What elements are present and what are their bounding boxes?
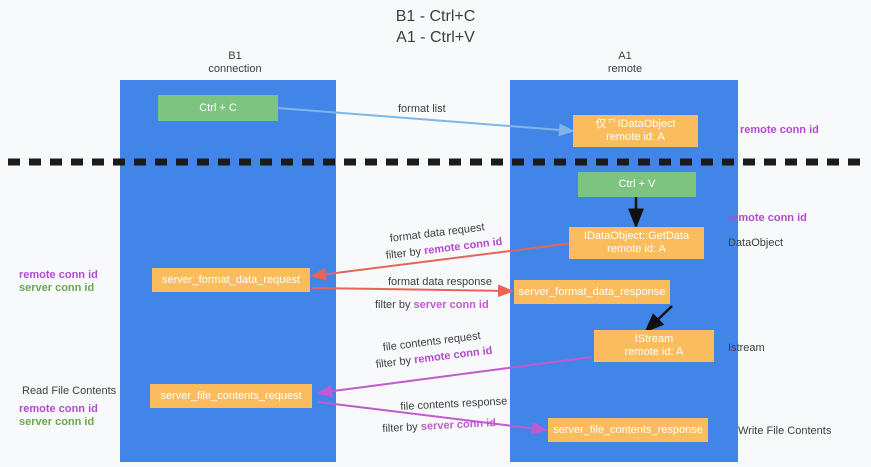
box-getdata-line2: remote id: A (607, 243, 666, 255)
annotation-left-server-conn-id-bottom: server conn id (19, 416, 95, 428)
lane-header-a1-line2: remote (607, 63, 643, 75)
filter-key-server-conn-id-1: server conn id (413, 299, 489, 311)
box-idataobject[interactable]: 仅乊IDataObject remote id: A (573, 115, 698, 147)
box-ctrl-v[interactable]: Ctrl + V (578, 172, 696, 197)
edge-label-file-contents-response: file contents response (400, 395, 508, 413)
edge-label-format-data-response: format data response (388, 276, 492, 288)
annotation-left-remote-conn-id-mid: remote conn id (19, 269, 98, 281)
box-server-file-contents-response[interactable]: server_file_contents_response (548, 418, 708, 442)
box-server-file-contents-response-label: server_file_contents_response (553, 423, 703, 436)
lane-header-b1-line2: connection (208, 63, 262, 75)
filter-prefix-2: filter by (375, 299, 414, 311)
lane-header-b1: B1 connection (120, 50, 350, 76)
box-istream-line2: remote id: A (624, 346, 684, 358)
box-ctrl-c[interactable]: Ctrl + C (158, 95, 278, 121)
title-line-2: A1 - Ctrl+V (396, 29, 475, 46)
annotation-read-file-contents: Read File Contents (22, 385, 117, 397)
box-istream-line1: IStream (634, 333, 674, 345)
annotation-write-file-contents: Write File Contents (738, 425, 832, 437)
lane-header-b1-line1: B1 (228, 50, 242, 62)
annotation-istream: Istream (728, 342, 765, 354)
annotation-remote-conn-id-mid: remote conn id (728, 212, 807, 224)
box-server-format-data-request-label: server_format_data_request (161, 273, 301, 286)
edge-label-format-data-response-filter: filter by server conn id (375, 298, 489, 312)
annotation-dataobject: DataObject (728, 237, 784, 249)
box-idataobject-line2: remote id: A (606, 131, 665, 143)
box-server-file-contents-request-label: server_file_contents_request (160, 389, 302, 402)
box-server-format-data-response[interactable]: server_format_data_response (514, 280, 670, 304)
annotation-remote-conn-id-top: remote conn id (740, 124, 819, 136)
filter-prefix-3: filter by (375, 354, 415, 371)
page-title: B1 - Ctrl+C A1 - Ctrl+V (0, 6, 871, 48)
box-idataobject-line1: 仅乊IDataObject (595, 118, 676, 130)
box-getdata[interactable]: IDataObject::GetData remote id: A (569, 227, 704, 259)
title-line-1: B1 - Ctrl+C (395, 8, 476, 25)
filter-prefix-1: filter by (385, 245, 425, 262)
box-istream[interactable]: IStream remote id: A (594, 330, 714, 362)
filter-prefix-4: filter by (382, 420, 422, 435)
edge-label-format-list: format list (398, 103, 446, 115)
box-ctrl-c-label: Ctrl + C (199, 101, 237, 114)
box-ctrl-v-label: Ctrl + V (618, 178, 656, 190)
annotation-left-remote-conn-id-bottom: remote conn id (19, 403, 98, 415)
box-getdata-line1: IDataObject::GetData (583, 230, 690, 242)
lane-header-a1-line1: A1 (618, 50, 632, 62)
box-server-format-data-response-label: server_format_data_response (518, 285, 666, 298)
annotation-left-server-conn-id-mid: server conn id (19, 282, 95, 294)
filter-key-server-conn-id-2: server conn id (420, 417, 497, 433)
box-server-file-contents-request[interactable]: server_file_contents_request (150, 384, 312, 408)
lane-header-a1: A1 remote (510, 50, 740, 76)
box-server-format-data-request[interactable]: server_format_data_request (152, 268, 310, 292)
edge-label-file-contents-response-filter: filter by server conn id (382, 416, 496, 436)
